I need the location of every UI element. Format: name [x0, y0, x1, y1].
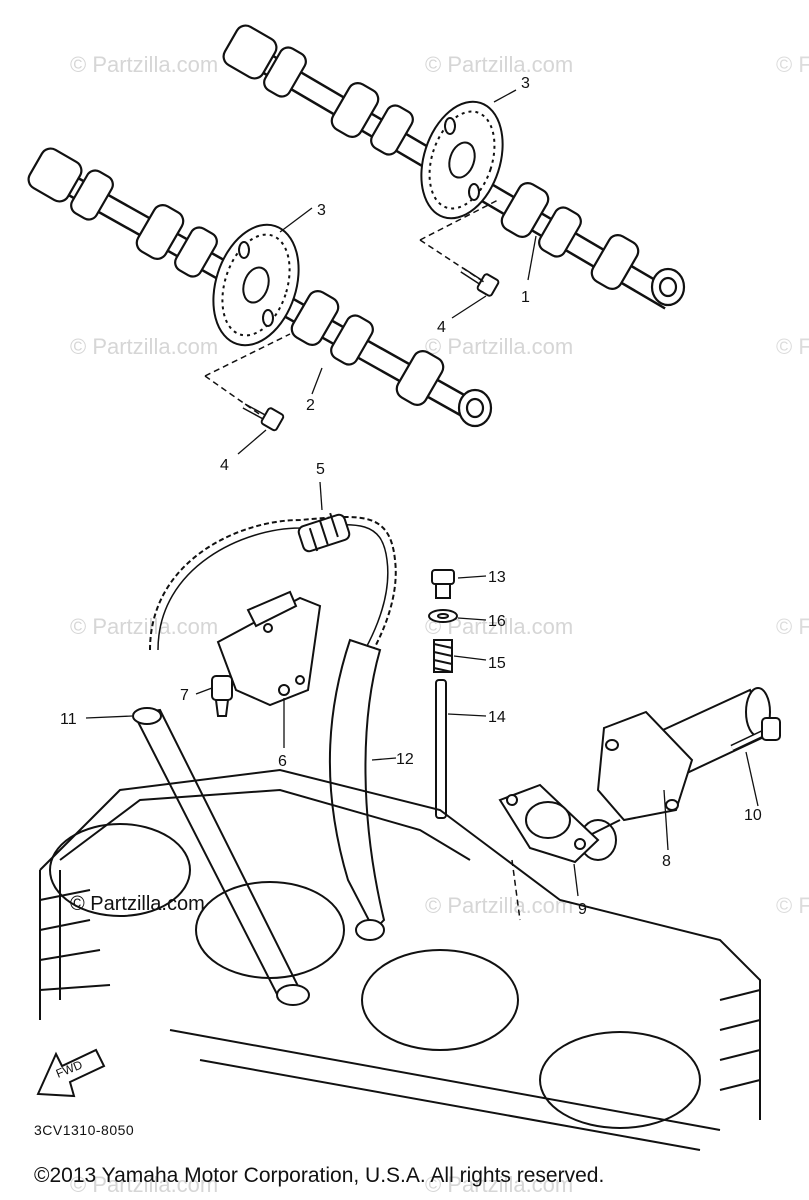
- watermark: © Partzilla.com: [70, 614, 219, 639]
- sprocket-bolt-upper: [460, 267, 500, 297]
- callout-1: 1: [521, 289, 530, 306]
- callout-9: 9: [578, 901, 587, 918]
- gasket-alignment-line: [511, 859, 521, 921]
- watermark: © Partzilla.com: [70, 1172, 219, 1197]
- watermark-edge: © F: [776, 893, 809, 918]
- cylinder-head-outline: [39, 768, 761, 1151]
- watermark-edge: © F: [776, 334, 809, 359]
- cam-sprocket-lower: [212, 223, 300, 347]
- watermark-edge: © F: [776, 52, 809, 77]
- callout-3-lower: 3: [317, 202, 326, 219]
- tensioner-spring: [433, 639, 453, 673]
- watermark: © Partzilla.com: [425, 1172, 574, 1197]
- sprocket-bolt-lower: [242, 403, 285, 432]
- callout-4-lower: 4: [220, 457, 229, 474]
- watermark: © Partzilla.com: [70, 52, 219, 77]
- callout-leaders: [85, 89, 759, 897]
- tensioner-assembly: [579, 687, 771, 861]
- callout-2: 2: [306, 397, 315, 414]
- watermark: © Partzilla.com: [425, 893, 574, 918]
- forward-arrow-icon: FWD: [36, 1048, 106, 1098]
- callout-16: 16: [488, 613, 506, 630]
- callout-12: 12: [396, 751, 414, 768]
- callout-13: 13: [488, 569, 506, 586]
- watermark: © Partzilla.com: [425, 52, 574, 77]
- figure-code: 3CV1310-8050: [34, 1122, 135, 1138]
- copyright-notice: ©2013 Yamaha Motor Corporation, U.S.A. A…: [34, 1164, 605, 1187]
- callout-11: 11: [60, 711, 77, 728]
- callout-8: 8: [662, 853, 671, 870]
- callout-10: 10: [744, 807, 762, 824]
- watermark-edge: © F: [776, 614, 809, 639]
- tensioner-gasket: [498, 783, 600, 864]
- watermark: © Partzilla.com: [70, 334, 219, 359]
- callout-15: 15: [488, 655, 506, 672]
- guide-bolt: [211, 675, 233, 717]
- tensioner-mount-bolt: [730, 717, 781, 752]
- callout-6: 6: [278, 753, 287, 770]
- watermark: © Partzilla.com: [425, 334, 574, 359]
- tensioner-bolt: [431, 569, 455, 599]
- callout-7: 7: [180, 687, 189, 704]
- cam-chain-inner: [157, 523, 389, 695]
- cam-chain: [149, 516, 397, 701]
- chain-guide-intake: [328, 638, 386, 941]
- tensioner-washer: [428, 609, 458, 623]
- chain-joint: [297, 512, 351, 553]
- callout-3-upper: 3: [521, 75, 530, 92]
- site-watermark-dark: © Partzilla.com: [70, 893, 205, 915]
- cam-sprocket-upper: [420, 100, 504, 220]
- callout-5: 5: [316, 461, 325, 478]
- tensioner-rod: [435, 679, 447, 819]
- callout-4-upper: 4: [437, 319, 446, 336]
- alignment-lines: [204, 199, 499, 417]
- callout-14: 14: [488, 709, 506, 726]
- chain-guide-bracket: [216, 590, 322, 707]
